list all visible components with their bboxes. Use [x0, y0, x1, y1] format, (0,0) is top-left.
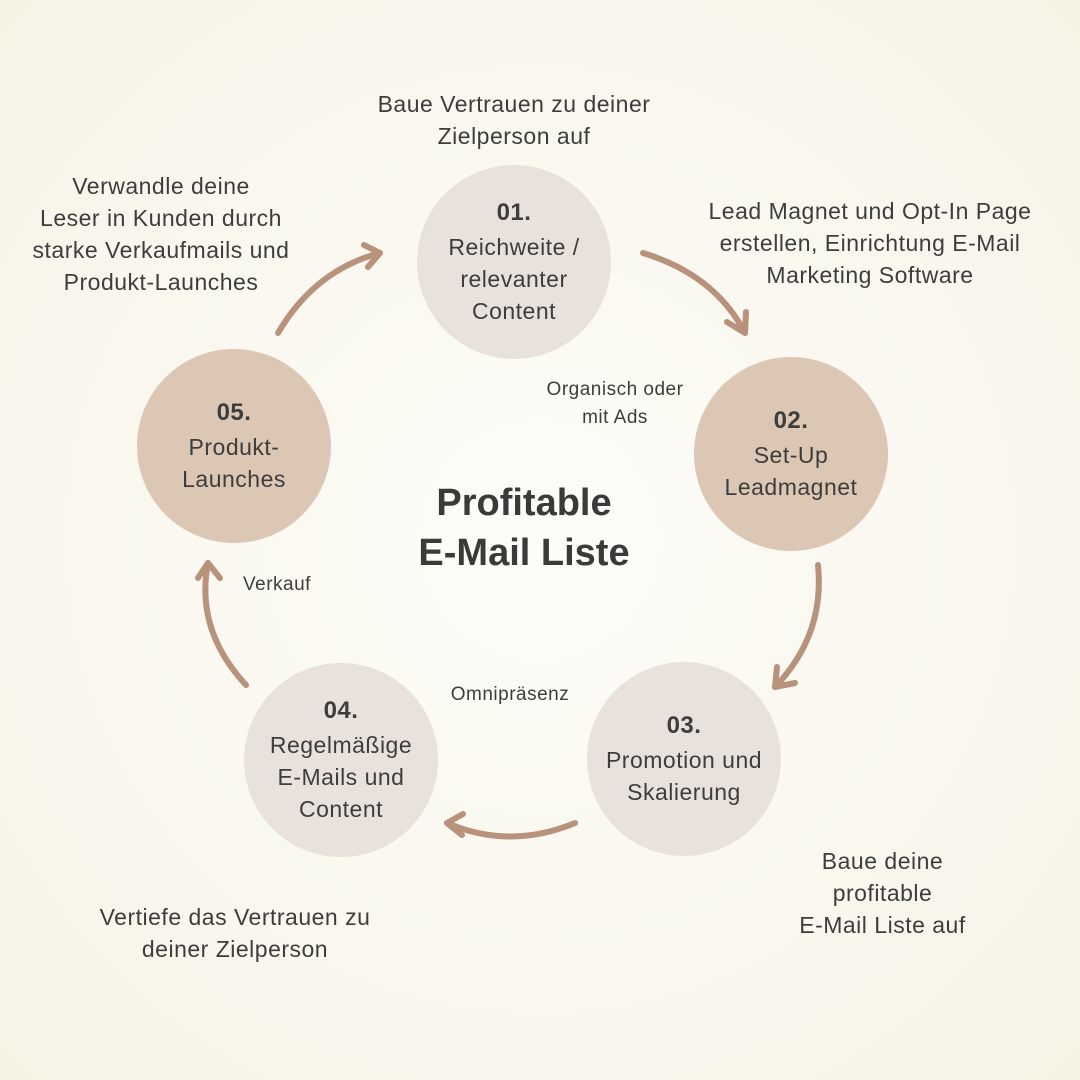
arrow-label-organic: Organisch oder mit Ads: [546, 379, 684, 428]
arrow-04-to-05: [195, 560, 249, 688]
step-05-circle: 05. Produkt- Launches: [137, 349, 331, 543]
description-03: Baue deine profitable E-Mail Liste auf: [799, 848, 966, 938]
arrow-label-omnipresence: Omnipräsenz: [450, 684, 570, 705]
description-01: Baue Vertrauen zu deiner Zielperson auf: [377, 91, 651, 149]
description-04: Vertiefe das Vertrauen zu deiner Zielper…: [99, 904, 371, 962]
arrow-label-sale: Verkauf: [243, 574, 311, 595]
step-number: 04.: [323, 697, 359, 724]
step-label: Reichweite / relevanter Content: [448, 234, 580, 324]
step-label: Set-Up Leadmagnet: [724, 442, 858, 500]
description-02: Lead Magnet und Opt-In Page erstellen, E…: [708, 198, 1032, 288]
step-label: Produkt- Launches: [182, 434, 286, 492]
step-01-circle: 01. Reichweite / relevanter Content: [417, 165, 611, 359]
step-label: Promotion und Skalierung: [605, 747, 763, 805]
step-label: Regelmäßige E-Mails und Content: [269, 732, 413, 822]
step-03-circle: 03. Promotion und Skalierung: [587, 662, 781, 856]
center-title: Profitable E-Mail Liste: [418, 482, 630, 574]
arrow-02-to-03: [772, 562, 822, 690]
arrow-03-to-04: [444, 811, 578, 840]
arrow-05-to-01: [275, 242, 383, 336]
description-05: Verwandle deine Leser in Kunden durch st…: [32, 173, 290, 295]
step-number: 02.: [773, 407, 809, 434]
step-02-circle: 02. Set-Up Leadmagnet: [694, 357, 888, 551]
arrow-01-to-02: [640, 250, 749, 336]
step-04-circle: 04. Regelmäßige E-Mails und Content: [244, 663, 438, 857]
step-number: 05.: [216, 399, 252, 426]
step-number: 03.: [666, 712, 702, 739]
step-number: 01.: [496, 199, 532, 226]
